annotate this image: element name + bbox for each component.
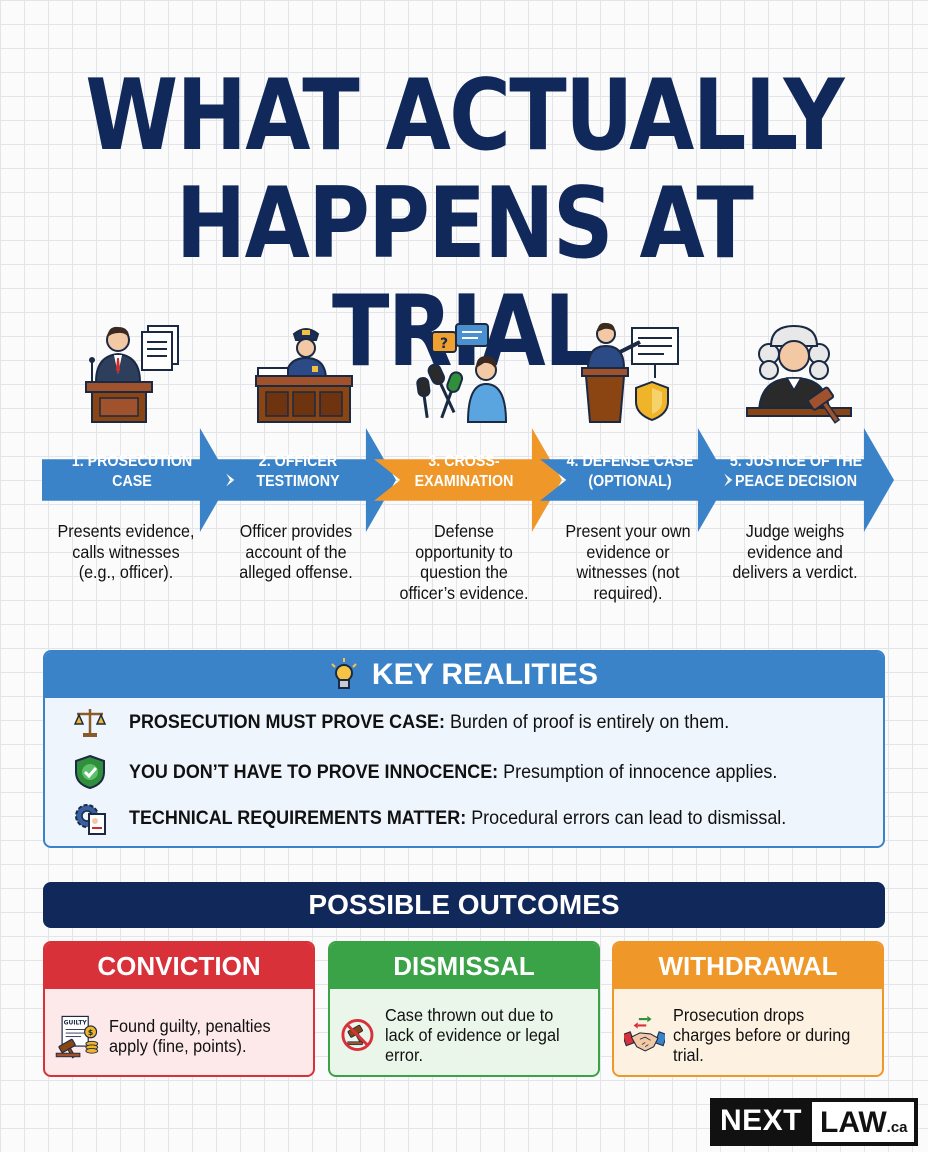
key-realities-header: KEY REALITIES	[45, 652, 883, 698]
key-reality-row: PROSECUTION MUST PROVE CASE: Burden of p…	[73, 706, 781, 738]
step-4-description: Present your own evidence or witnesses (…	[565, 521, 691, 603]
withdrawal-text: Prosecution drops charges before or duri…	[673, 1005, 851, 1065]
step-5-label: 5. JUSTICE OF THE PEACE DECISION	[729, 453, 863, 490]
lightbulb-icon	[331, 658, 357, 689]
withdrawal-body: Prosecution drops charges before or duri…	[614, 989, 882, 1071]
step-4-label: 4. DEFENSE CASE (OPTIONAL)	[566, 453, 694, 490]
logo-law-box: LAW.ca	[810, 1100, 916, 1144]
key-reality-row: YOU DON’T HAVE TO PROVE INNOCENCE: Presu…	[73, 754, 834, 790]
dismissal-title: DISMISSAL	[330, 943, 598, 989]
defense-presentation-icon	[581, 322, 679, 423]
conviction-body: GUILTY $ Found guilty, penalties apply (…	[45, 989, 313, 1073]
svg-text:$: $	[88, 1028, 93, 1037]
key-reality-text: TECHNICAL REQUIREMENTS MATTER: Procedura…	[129, 807, 786, 830]
key-realities-title: KEY REALITIES	[371, 658, 599, 691]
handshake-icon	[624, 1015, 666, 1052]
title-line-1: WHAT ACTUALLY	[85, 59, 844, 173]
withdrawal-title: WITHDRAWAL	[614, 943, 882, 989]
judge-gavel-icon	[746, 324, 852, 424]
step-3-label: 3. CROSS-EXAMINATION	[414, 453, 514, 490]
step-3-description: Defense opportunity to question the offi…	[399, 521, 529, 603]
key-reality-1-text: Burden of proof is entirely on them.	[444, 710, 730, 733]
conviction-text: Found guilty, penalties apply (fine, poi…	[109, 1016, 271, 1056]
scales-icon	[73, 709, 107, 737]
step-1-description: Presents evidence, calls witnesses (e.g.…	[57, 521, 195, 582]
key-reality-3-text: Procedural errors can lead to dismissal.	[466, 806, 787, 829]
nextlaw-logo: NEXT LAW.ca	[710, 1098, 918, 1146]
key-reality-1-bold: PROSECUTION MUST PROVE CASE:	[129, 710, 445, 733]
no-gavel-icon	[341, 1019, 374, 1051]
microphones-questions-icon: ?	[416, 323, 508, 423]
dismissal-text: Case thrown out due to lack of evidence …	[384, 1005, 560, 1065]
outcome-card-dismissal: DISMISSAL Case thrown out due to lack of…	[328, 941, 600, 1077]
guilty-label: GUILTY	[64, 1020, 88, 1027]
gear-document-icon	[75, 804, 106, 835]
prosecutor-podium-icon	[85, 325, 179, 423]
outcome-card-conviction: CONVICTION GUILTY $ Found guilty, penalt…	[43, 941, 315, 1077]
key-reality-2-bold: YOU DON’T HAVE TO PROVE INNOCENCE:	[129, 760, 499, 783]
key-reality-row: TECHNICAL REQUIREMENTS MATTER: Procedura…	[73, 800, 843, 836]
officer-witness-stand-icon	[255, 328, 353, 423]
key-reality-text: PROSECUTION MUST PROVE CASE: Burden of p…	[129, 711, 729, 734]
guilty-gavel-coins-icon: GUILTY $	[55, 1015, 99, 1059]
dismissal-body: Case thrown out due to lack of evidence …	[330, 989, 598, 1071]
outcome-card-withdrawal: WITHDRAWAL Prosecution drops charges bef…	[612, 941, 884, 1077]
key-realities-box: KEY REALITIES PROSECUTION MUST PROVE CAS…	[43, 650, 885, 848]
possible-outcomes-header: POSSIBLE OUTCOMES	[43, 882, 885, 928]
page-title: WHAT ACTUALLY HAPPENS AT TRIAL	[65, 62, 863, 386]
step-2-label: 2. OFFICER TESTIMONY	[256, 453, 340, 490]
step-1-label: 1. PROSECUTION CASE	[71, 453, 193, 490]
logo-law: LAW	[820, 1106, 887, 1139]
step-5-description: Judge weighs evidence and delivers a ver…	[732, 521, 858, 582]
step-2-description: Officer provides account of the alleged …	[239, 521, 353, 582]
svg-text:?: ?	[440, 336, 448, 352]
logo-ca: .ca	[886, 1119, 908, 1136]
key-reality-3-bold: TECHNICAL REQUIREMENTS MATTER:	[129, 806, 467, 829]
conviction-title: CONVICTION	[45, 943, 313, 989]
title-line-2: HAPPENS AT TRIAL	[175, 167, 754, 386]
shield-check-icon	[75, 754, 105, 790]
logo-next: NEXT	[720, 1104, 803, 1137]
key-reality-text: YOU DON’T HAVE TO PROVE INNOCENCE: Presu…	[129, 761, 777, 784]
key-reality-2-text: Presumption of innocence applies.	[498, 760, 778, 783]
